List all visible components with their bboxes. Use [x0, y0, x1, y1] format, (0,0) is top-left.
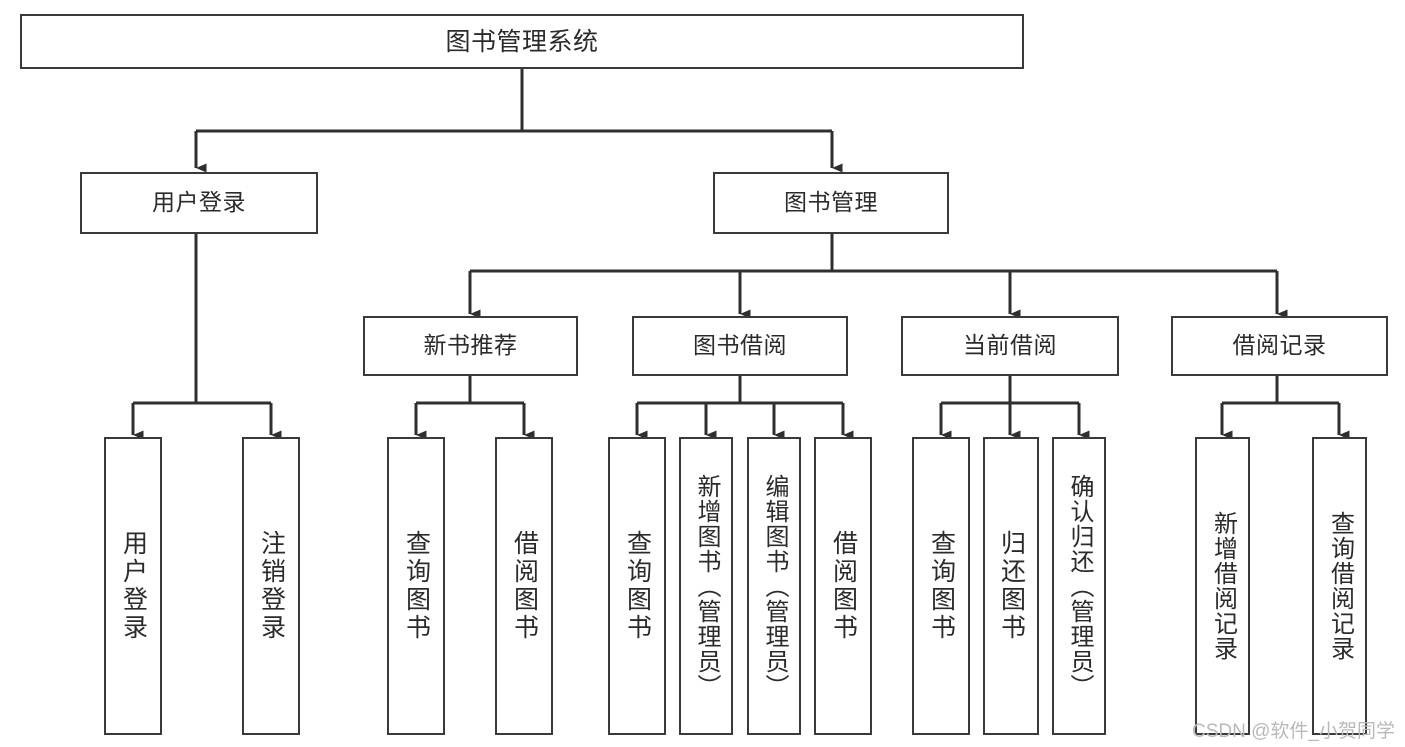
node-borrow-record[interactable]: 借阅记录: [1171, 316, 1388, 376]
leaf-user-login[interactable]: 用户登录: [104, 437, 162, 735]
node-label: 用户登录: [152, 189, 246, 216]
node-label: 确认归还（管理员）: [1066, 473, 1093, 699]
node-label: 查询图书: [402, 530, 431, 642]
node-label: 归还图书: [997, 530, 1026, 642]
node-book-management[interactable]: 图书管理: [713, 172, 949, 234]
node-label: 查询图书: [623, 530, 652, 642]
node-current-borrow[interactable]: 当前借阅: [901, 316, 1119, 376]
leaf-confirm-return-admin[interactable]: 确认归还（管理员）: [1052, 437, 1106, 735]
node-label: 新增借阅记录: [1209, 511, 1237, 661]
node-new-book-recommend[interactable]: 新书推荐: [363, 316, 578, 376]
csdn-watermark: CSDN @软件_小贺同学: [1192, 721, 1395, 742]
node-label: 查询借阅记录: [1326, 511, 1354, 661]
leaf-query-borrow-record[interactable]: 查询借阅记录: [1312, 437, 1367, 735]
leaf-query-book-recommend[interactable]: 查询图书: [387, 437, 445, 735]
node-label: 图书借阅: [693, 332, 787, 359]
node-label: 注销登录: [257, 530, 286, 642]
leaf-logout[interactable]: 注销登录: [242, 437, 300, 735]
node-label: 图书管理系统: [445, 27, 599, 56]
node-label: 借阅图书: [510, 530, 539, 642]
leaf-edit-book-admin[interactable]: 编辑图书（管理员）: [747, 437, 801, 735]
node-label: 查询图书: [927, 530, 956, 642]
node-user-login[interactable]: 用户登录: [80, 172, 318, 234]
node-root-system[interactable]: 图书管理系统: [20, 14, 1024, 69]
node-label: 图书管理: [784, 189, 878, 216]
node-label: 编辑图书（管理员）: [761, 473, 788, 699]
node-label: 新书推荐: [423, 332, 518, 359]
node-label: 用户登录: [119, 530, 148, 642]
node-label: 借阅图书: [829, 530, 858, 642]
leaf-add-book-admin[interactable]: 新增图书（管理员）: [679, 437, 733, 735]
leaf-return-book[interactable]: 归还图书: [983, 437, 1039, 735]
leaf-add-borrow-record[interactable]: 新增借阅记录: [1195, 437, 1250, 735]
leaf-borrow-book[interactable]: 借阅图书: [814, 437, 872, 735]
leaf-borrow-book-recommend[interactable]: 借阅图书: [495, 437, 553, 735]
leaf-query-book-borrow[interactable]: 查询图书: [608, 437, 666, 735]
node-label: 新增图书（管理员）: [693, 473, 720, 699]
node-label: 当前借阅: [963, 332, 1057, 359]
node-label: 借阅记录: [1232, 332, 1327, 359]
node-book-borrow[interactable]: 图书借阅: [632, 316, 848, 376]
leaf-query-book-current[interactable]: 查询图书: [912, 437, 970, 735]
